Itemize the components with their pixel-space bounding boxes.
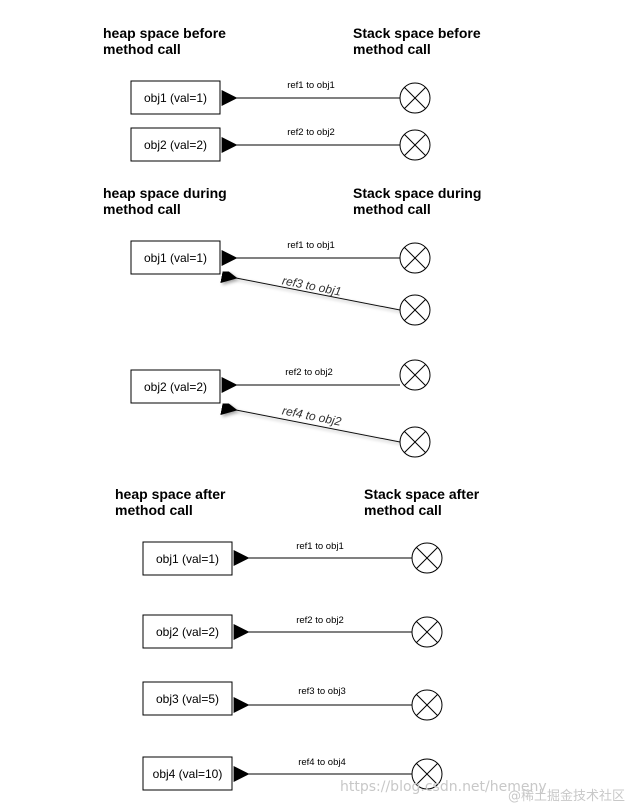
ref4-to-obj2-arrow — [220, 399, 401, 443]
ref1-label: ref1 to obj1 — [287, 80, 335, 91]
heap-object-obj3-after: obj3 (val=5) — [142, 681, 233, 716]
heap-object-obj2-during: obj2 (val=2) — [130, 369, 221, 404]
stack-ref2-cross-circle-icon — [411, 616, 443, 648]
stack-ref1-cross-circle-icon — [399, 242, 431, 274]
watermark-community: @稀土掘金技术社区 — [508, 788, 625, 804]
stack-after-title-line2: method call — [364, 502, 442, 518]
obj2-label: obj2 (val=2) — [144, 138, 207, 152]
stack-during-title-line2: method call — [353, 201, 431, 217]
stack-ref1-cross-circle-icon — [411, 542, 443, 574]
heap-object-obj1-during: obj1 (val=1) — [130, 240, 221, 275]
heap-during-title-line1: heap space during — [103, 185, 227, 201]
ref2-label: ref2 to obj2 — [287, 127, 335, 138]
obj1-label: obj1 (val=1) — [156, 552, 219, 566]
stack-ref2-cross-circle-icon — [399, 359, 431, 391]
obj2-label: obj2 (val=2) — [144, 380, 207, 394]
heap-object-obj1-after: obj1 (val=1) — [142, 541, 233, 576]
heap-before-title-line2: method call — [103, 41, 181, 57]
ref1-label: ref1 to obj1 — [296, 541, 344, 552]
stack-ref4-cross-circle-icon — [399, 426, 431, 458]
stack-ref1-cross-circle-icon — [399, 82, 431, 114]
ref2-label: ref2 to obj2 — [285, 367, 333, 378]
stack-during-title-line1: Stack space during — [353, 185, 481, 201]
heap-during-title-line2: method call — [103, 201, 181, 217]
ref4-label: ref4 to obj4 — [298, 757, 346, 768]
heap-object-obj2-before: obj2 (val=2) — [130, 127, 221, 162]
obj4-label: obj4 (val=10) — [153, 767, 223, 781]
stack-ref4-cross-circle-icon — [411, 758, 443, 790]
obj1-label: obj1 (val=1) — [144, 251, 207, 265]
stack-ref3-cross-circle-icon — [411, 689, 443, 721]
stack-before-title-line1: Stack space before — [353, 25, 481, 41]
heap-after-title-line2: method call — [115, 502, 193, 518]
stack-before-title-line2: method call — [353, 41, 431, 57]
heap-object-obj4-after: obj4 (val=10) — [142, 756, 233, 791]
ref3-to-obj1-arrow — [220, 267, 401, 311]
obj3-label: obj3 (val=5) — [156, 692, 219, 706]
stack-after-title-line1: Stack space after — [364, 486, 480, 502]
heap-object-obj2-after: obj2 (val=2) — [142, 614, 233, 649]
ref3-label: ref3 to obj1 — [281, 273, 343, 298]
heap-after-title-line1: heap space after — [115, 486, 226, 502]
stack-ref2-cross-circle-icon — [399, 129, 431, 161]
obj1-label: obj1 (val=1) — [144, 91, 207, 105]
heap-before-title-line1: heap space before — [103, 25, 226, 41]
heap-object-obj1-before: obj1 (val=1) — [130, 80, 221, 115]
ref3-label: ref3 to obj3 — [298, 686, 346, 697]
obj2-label: obj2 (val=2) — [156, 625, 219, 639]
ref1-label: ref1 to obj1 — [287, 240, 335, 251]
ref2-label: ref2 to obj2 — [296, 615, 344, 626]
watermark-url: https://blog.csdn.net/hemeny — [340, 779, 547, 795]
stack-ref3-cross-circle-icon — [399, 294, 431, 326]
